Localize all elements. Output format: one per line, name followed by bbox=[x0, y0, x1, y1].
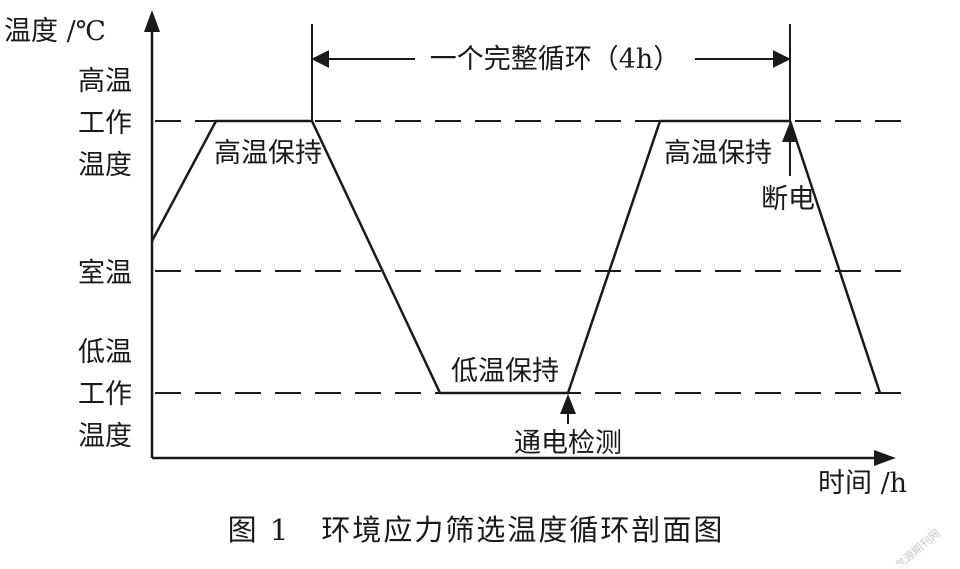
power-off-label: 断电 bbox=[761, 184, 815, 215]
low-hold-label: 低温保持 bbox=[451, 356, 559, 387]
power-check-label: 通电检测 bbox=[514, 428, 622, 459]
low-level-label-line-2: 工作 bbox=[78, 379, 132, 410]
x-axis-title: 时间 /h bbox=[818, 468, 907, 499]
high-level-label-line-2: 工作 bbox=[78, 108, 132, 139]
high-hold-label-2: 高温保持 bbox=[664, 138, 772, 169]
low-level-label-line-3: 温度 bbox=[78, 421, 132, 452]
high-level-label-line-3: 温度 bbox=[78, 150, 132, 181]
low-level-label-line-1: 低温 bbox=[78, 337, 132, 368]
figure-caption: 图 1 环境应力筛选温度循环剖面图 bbox=[228, 513, 725, 547]
high-level-label-line-1: 高温 bbox=[78, 66, 132, 97]
cycle-label-backdrop bbox=[415, 40, 695, 76]
power-check-arrow-icon bbox=[560, 394, 576, 414]
y-axis-arrow-icon bbox=[144, 10, 160, 32]
high-hold-label-1: 高温保持 bbox=[214, 138, 322, 169]
y-axis-title: 温度 /℃ bbox=[4, 16, 106, 47]
x-axis-arrow-icon bbox=[874, 450, 896, 466]
cycle-label: 一个完整循环（4h） bbox=[430, 44, 681, 75]
room-level-label: 室温 bbox=[78, 258, 132, 289]
watermark: 龙源期刊网 bbox=[892, 526, 943, 564]
power-off-arrow-icon bbox=[782, 122, 798, 142]
temperature-profile-curve bbox=[150, 119, 882, 395]
